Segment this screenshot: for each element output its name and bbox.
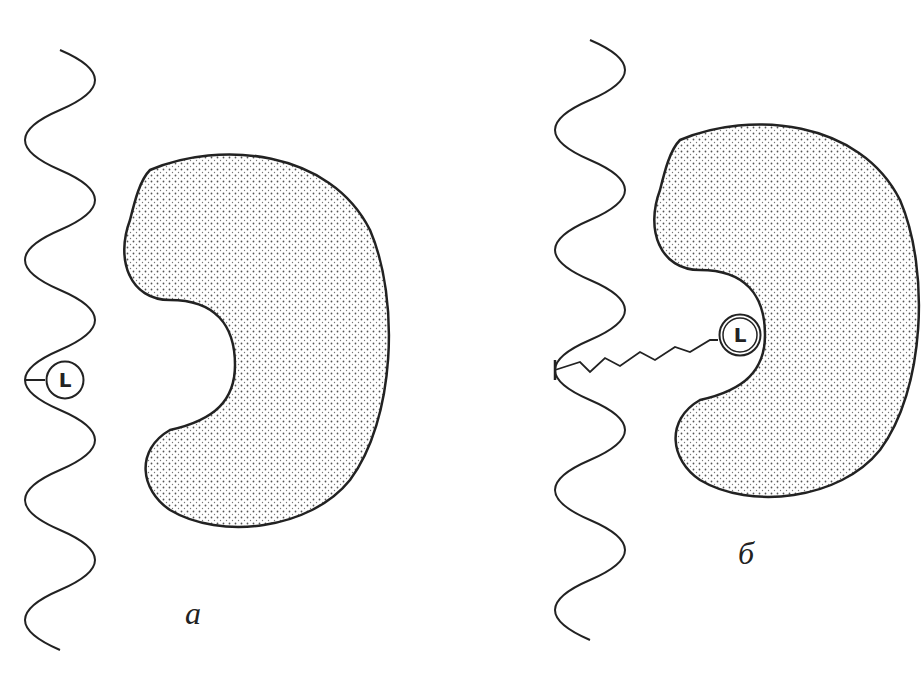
spacer-arm [555,340,718,372]
ligand-label: L [45,368,85,392]
ligand-circle: L [718,313,762,357]
receptor-protein [124,154,389,526]
ligand-label: L [718,323,762,347]
ligand-tether [25,379,45,381]
polymer-chain [25,50,95,650]
polymer-chain [555,40,625,640]
panel-letter: б [738,535,754,572]
ligand-circle: L [45,360,85,400]
receptor-protein [654,124,919,496]
panel-letter: а [185,595,201,632]
